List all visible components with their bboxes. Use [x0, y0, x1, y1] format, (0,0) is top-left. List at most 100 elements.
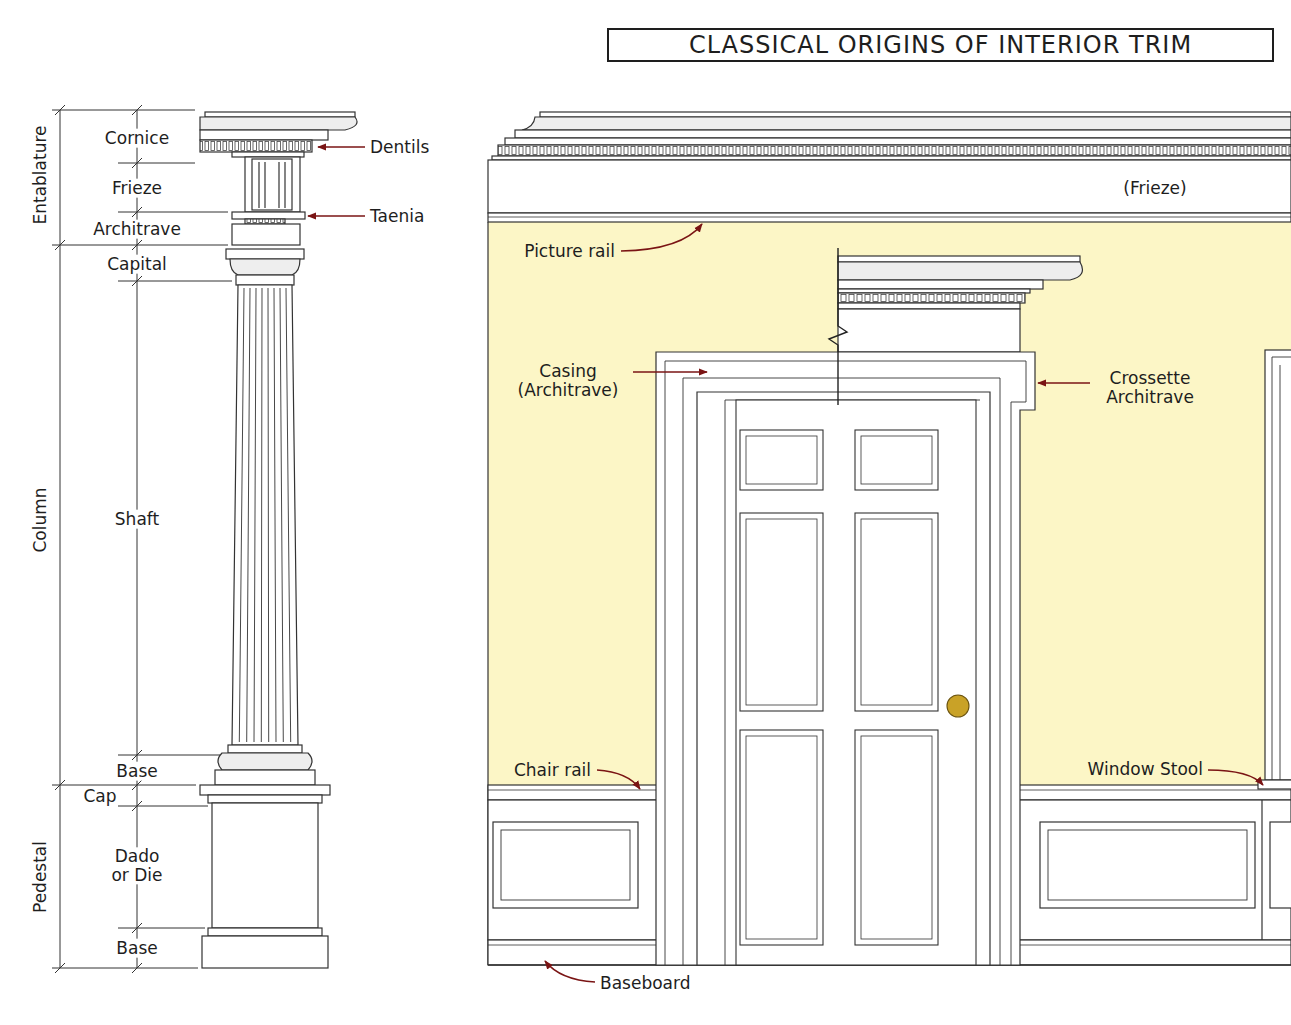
wall-elevation: [488, 213, 1291, 222]
part-label: Shaft: [112, 510, 162, 529]
classical-column: [261, 288, 263, 742]
dimension-lines: [52, 968, 198, 969]
classical-column: [268, 288, 270, 742]
wall-elevation: [1265, 350, 1291, 780]
dimension-lines: [55, 780, 65, 790]
part-label: Capital: [104, 255, 170, 274]
wall-elevation: [1272, 357, 1273, 780]
dimension-lines: [118, 212, 228, 213]
classical-column: [200, 130, 328, 140]
six-panel-door: [855, 730, 938, 945]
classical-column: [232, 152, 304, 157]
door-pediment: [838, 293, 1025, 303]
dimension-lines: [55, 240, 65, 250]
dimension-lines: [52, 245, 228, 246]
door-casing: [656, 352, 1035, 965]
six-panel-door: [855, 513, 938, 711]
title-frame: CLASSICAL ORIGINS OF INTERIOR TRIM: [607, 28, 1274, 62]
part-label: Crossette Architrave: [1094, 369, 1206, 406]
dimension-lines: [132, 276, 142, 286]
section-label: Entablature: [31, 125, 50, 224]
part-label: Taenia: [370, 207, 424, 226]
classical-column: [247, 288, 250, 742]
classical-column: [208, 795, 322, 803]
dimension-lines: [118, 755, 226, 756]
wall-elevation: [1048, 830, 1247, 900]
part-label: Window Stool: [1088, 760, 1203, 779]
classical-column: [200, 785, 330, 795]
part-label: Baseboard: [600, 974, 691, 993]
part-label: Base: [113, 939, 160, 958]
dimension-lines: [118, 928, 205, 929]
classical-column: [258, 162, 259, 208]
dimension-lines: [132, 207, 142, 217]
part-label: Cap: [83, 787, 116, 806]
leader-arrows: [318, 146, 365, 148]
leader-arrows: [308, 215, 365, 217]
six-panel-door: [736, 400, 976, 965]
classical-column: [202, 936, 328, 968]
diagram-title: CLASSICAL ORIGINS OF INTERIOR TRIM: [689, 31, 1192, 59]
wall-elevation: [1280, 365, 1281, 780]
wall-elevation: [488, 112, 1291, 965]
wall-elevation: [1272, 357, 1291, 358]
dimension-lines: [52, 785, 196, 786]
wall-elevation: [1040, 822, 1255, 908]
dimension-lines: [118, 281, 232, 282]
six-panel-door: [746, 436, 817, 484]
dimension-lines: [60, 110, 61, 968]
wall-elevation: [505, 138, 1291, 145]
leader-arrows: [597, 770, 640, 789]
door-pediment: [838, 280, 1043, 289]
classical-column: [245, 219, 285, 224]
six-panel-door: [740, 430, 823, 490]
classical-column: [208, 928, 322, 936]
dimension-lines: [132, 780, 142, 790]
dimension-lines: [132, 801, 142, 811]
classical-column: [232, 224, 300, 245]
break-line: [829, 248, 847, 405]
dimension-lines: [132, 240, 142, 250]
wall-elevation: [522, 117, 1291, 130]
door-casing: [656, 352, 1035, 965]
classical-column: [228, 745, 302, 753]
dimension-lines: [132, 105, 142, 115]
dimension-lines: [52, 110, 195, 111]
classical-column: [218, 753, 312, 770]
wall-elevation: [501, 830, 630, 900]
part-label: Casing (Architrave): [508, 362, 628, 399]
classical-column: [284, 162, 285, 208]
six-panel-door: [855, 430, 938, 490]
classical-column: [286, 288, 291, 742]
wall-elevation: [492, 156, 1291, 160]
door-pediment: [838, 262, 1082, 280]
wall-elevation: [498, 145, 1291, 156]
part-label: Cornice: [102, 129, 172, 148]
classical-column: [239, 288, 244, 742]
classical-column: [245, 157, 300, 212]
door-pediment: [838, 289, 1030, 293]
wall-elevation: [540, 112, 1291, 117]
dimension-lines: [55, 105, 65, 115]
six-panel-door: [740, 730, 823, 945]
part-label: Base: [113, 762, 160, 781]
classical-column: [205, 112, 355, 117]
dimension-lines: [118, 163, 195, 164]
leader-arrows: [1208, 770, 1263, 785]
wall-elevation: [1261, 800, 1262, 940]
six-panel-door: [746, 519, 817, 705]
classical-column: [200, 112, 357, 968]
classical-column: [200, 117, 357, 130]
door-pediment: [838, 303, 1020, 309]
dimension-lines: [132, 750, 142, 760]
six-panel-door: [861, 736, 932, 939]
classical-column: [215, 770, 315, 785]
six-panel-door: [746, 736, 817, 939]
leader-arrows: [545, 961, 595, 982]
wall-elevation: [488, 217, 1291, 218]
part-label: Dentils: [370, 138, 429, 157]
dimension-lines: [132, 963, 142, 973]
part-label: Chair rail: [514, 761, 591, 780]
